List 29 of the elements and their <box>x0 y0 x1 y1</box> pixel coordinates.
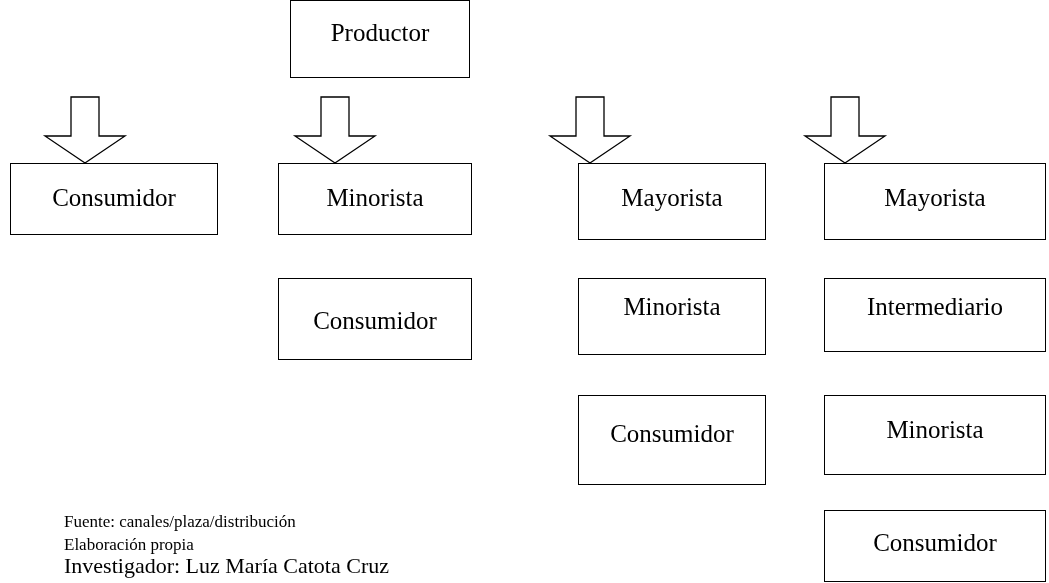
note-text: Investigador: Luz María Catota Cruz <box>64 553 389 579</box>
process-box <box>824 163 1046 240</box>
node-label: Minorista <box>622 293 722 321</box>
node-label: Minorista <box>325 184 425 212</box>
node-label: Consumidor <box>312 307 438 335</box>
process-box <box>578 278 766 355</box>
block-arrow <box>292 96 378 164</box>
process-box <box>278 278 472 360</box>
node-label: Minorista <box>885 416 985 444</box>
process-box <box>290 0 470 78</box>
node-label: Productor <box>329 19 431 47</box>
note-text: Fuente: canales/plaza/distribución <box>64 512 296 532</box>
node-label: Consumidor <box>609 420 735 448</box>
block-arrow <box>802 96 888 164</box>
node-label: Consumidor <box>872 529 998 557</box>
process-box <box>824 395 1046 475</box>
process-box <box>824 278 1046 352</box>
node-label: Mayorista <box>883 184 987 212</box>
note-text: Elaboración propia <box>64 535 194 555</box>
process-box <box>578 163 766 240</box>
node-label: Mayorista <box>620 184 724 212</box>
block-arrow <box>547 96 633 164</box>
process-box <box>824 510 1046 582</box>
process-box <box>278 163 472 235</box>
block-arrow <box>42 96 128 164</box>
process-box <box>10 163 218 235</box>
node-label: Consumidor <box>51 184 177 212</box>
node-label: Intermediario <box>865 293 1005 321</box>
process-box <box>578 395 766 485</box>
